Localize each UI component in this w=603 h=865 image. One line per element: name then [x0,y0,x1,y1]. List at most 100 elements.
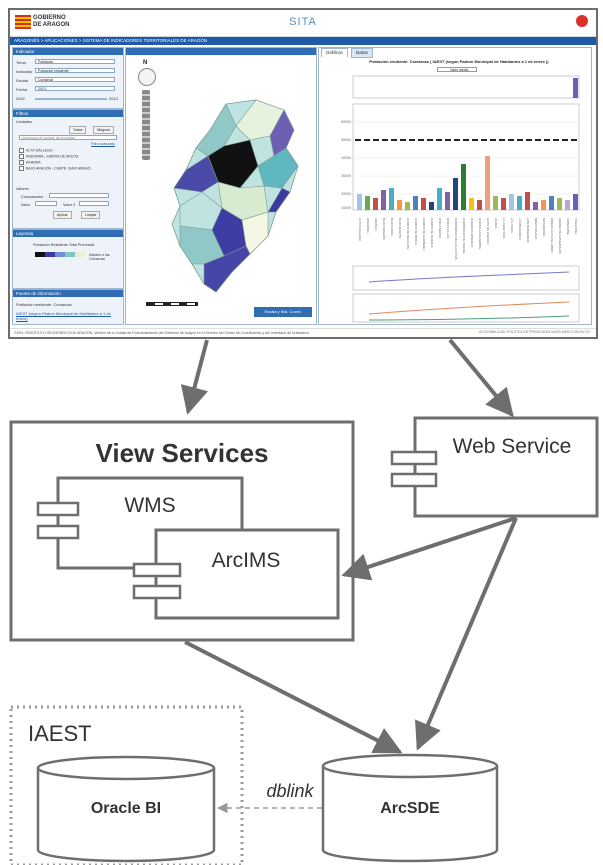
field-label-escala: Escala [16,78,29,83]
app-footer: ©IGN, ©INSTITUTO GEOGRÁFICO DE ARAGÓN. V… [10,328,596,337]
select-none-button[interactable]: Ninguno [93,126,115,134]
unit-checkbox[interactable]: ARANDA [19,160,105,165]
indicator-panel: Indicador Tema Población Indicador Pobla… [12,47,124,109]
legend-panel: Leyenda Población Residente Total Provin… [12,229,124,289]
chart-bar [445,192,450,210]
wms-port-icon [36,524,80,540]
arcims-port-icon [132,562,182,578]
chart-bar [573,194,578,210]
tab-datos[interactable]: Datos [351,48,373,58]
arcims-component [154,528,340,620]
svg-text:BAJO CINCA: BAJO CINCA [390,218,394,236]
range-end-label: 2013 [109,96,118,101]
north-arrow-icon: N [143,60,148,66]
tab-graficos[interactable]: Gráficos [321,48,348,57]
unit-checkbox[interactable]: BAJO ARAGÓN - CASPE / BAIX ARAGÓ... [19,166,105,171]
svg-text:ALTO GÁLLEGO: ALTO GÁLLEGO [358,218,362,241]
select-all-button[interactable]: Todos [69,126,87,134]
apply-filter-button[interactable]: Aplicar [53,211,72,219]
y-tick-label: 20000 [341,192,351,196]
map-panel: N Escala y Sist. Coord. [125,47,317,325]
field-label-tema: Tema [16,60,26,65]
field-label-fecha: Fecha [16,87,28,92]
svg-text:CAMPO DE BELCHITE: CAMPO DE BELCHITE [406,218,410,250]
svg-text:CINCO VILLAS: CINCO VILLAS [446,218,450,239]
indicator-panel-header: Indicador [13,48,123,55]
web-service-port-icon [390,450,438,466]
arcsde-label: ArcSDE [380,800,440,817]
aragon-choropleth-map[interactable] [166,96,311,296]
sita-app-screenshot: GOBIERNO DE ARAGON SITA ARAGONÉS > APLIC… [8,8,598,339]
value1-label: Valor [21,202,31,207]
chart-bar [397,200,402,210]
web-service-to-arcims-arrow [341,516,517,581]
value1-input[interactable] [35,201,57,206]
app-to-view-services-arrow [180,339,209,415]
scale-coordinate-button[interactable]: Escala y Sist. Coord. [254,307,312,317]
svg-text:BAJO ARAGÓN: BAJO ARAGÓN [382,218,387,240]
svg-text:TARAZONA: TARAZONA [574,218,578,234]
chart-bar [549,196,554,210]
chart-bar [541,200,546,210]
svg-text:COMUNIDAD DE CALATAYUD: COMUNIDAD DE CALATAYUD [454,218,458,261]
chart-bar [557,198,562,210]
svg-text:JILOCA: JILOCA [494,218,498,229]
app-header: GOBIERNO DE ARAGON SITA [10,10,596,37]
fecha-select[interactable]: 2013 [35,86,115,91]
comparator-select[interactable] [49,193,109,198]
source-link[interactable]: IAEST (según Padrón Municipal de Habitan… [16,311,111,321]
unit-checkbox[interactable]: ALTO GÁLLEGO [19,148,105,153]
chart-bar [453,178,458,210]
aragon-flag-icon [15,15,31,29]
filters-panel: Filtros Unidades Todos Ninguno Introduzc… [12,109,124,229]
chart-bar [373,198,378,210]
units-subheader: Unidades [16,120,33,124]
svg-text:ARANDA: ARANDA [374,218,378,231]
category-label-group: ALTO GÁLLEGO ANDORRA ARANDA BAJO ARAGÓN … [358,218,578,261]
indicator-charts[interactable]: ALTO GÁLLEGO ANDORRA ARANDA BAJO ARAGÓN … [319,74,591,324]
sources-panel-header: Fuente de información [13,290,123,297]
chart-bar [517,196,522,210]
svg-text:GÚDAR-JAVALAMBRE: GÚDAR-JAVALAMBRE [478,218,483,249]
svg-text:LA JACETANIA: LA JACETANIA [502,218,506,239]
indicador-select[interactable]: Población residente [35,68,115,73]
source-text: Población residente. Comarcas [16,302,72,307]
chart-bar [501,198,506,210]
web-service-label: Web Service [453,435,572,458]
filters-panel-header: Filtros [13,110,123,117]
svg-text:SOBRARBE: SOBRARBE [566,218,570,235]
legend-panel-header: Leyenda [13,230,123,237]
svg-text:COMUNIDAD DE TERUEL: COMUNIDAD DE TERUEL [462,218,466,254]
web-service-to-arcsde-arrow [414,517,518,751]
chart-bar [533,202,538,210]
advanced-filter-link[interactable]: Filtro avanzado [91,142,115,146]
unit-search-input[interactable]: Introduzca el nombre de la unidad [19,135,117,140]
chart-legend-entry: Valor medio [437,67,477,72]
dblink-label: dblink [266,781,314,801]
web-service-component [413,416,599,518]
y-tick-label: 60000 [341,120,351,124]
exit-icon[interactable] [576,15,588,27]
escala-select[interactable]: Comarcal [35,77,115,82]
svg-text:LOS MONEGROS: LOS MONEGROS [526,218,530,243]
arcims-label: ArcIMS [212,549,281,572]
y-tick-label: 10000 [341,206,351,210]
app-title: SITA [289,16,317,28]
clear-filter-button[interactable]: Limpiar [81,211,101,219]
chart-bar [365,196,370,210]
chart-bar [509,194,514,210]
range-start-label: 2002 [16,96,25,101]
tema-select[interactable]: Población [35,59,115,64]
svg-text:MAESTRAZGO: MAESTRAZGO [534,218,538,240]
svg-text:CUENCAS MINERAS: CUENCAS MINERAS [470,218,474,247]
pan-control-icon[interactable] [138,68,156,86]
svg-text:BAJO MARTÍN: BAJO MARTÍN [398,218,402,238]
iaest-boundary [9,705,244,865]
date-range-slider[interactable] [35,98,107,100]
footer-links[interactable]: ACCESIBILIDAD POLÍTICA DE PRIVACIDAD MAP… [479,330,590,334]
unit-checkbox[interactable]: ANDORRA - SIERRA DE ARCOS [19,154,105,159]
svg-text:CINCA MEDIO: CINCA MEDIO [438,218,442,239]
value2-input[interactable] [79,201,109,206]
app-to-web-service-arrow [448,338,514,418]
zoom-slider[interactable] [142,90,150,160]
